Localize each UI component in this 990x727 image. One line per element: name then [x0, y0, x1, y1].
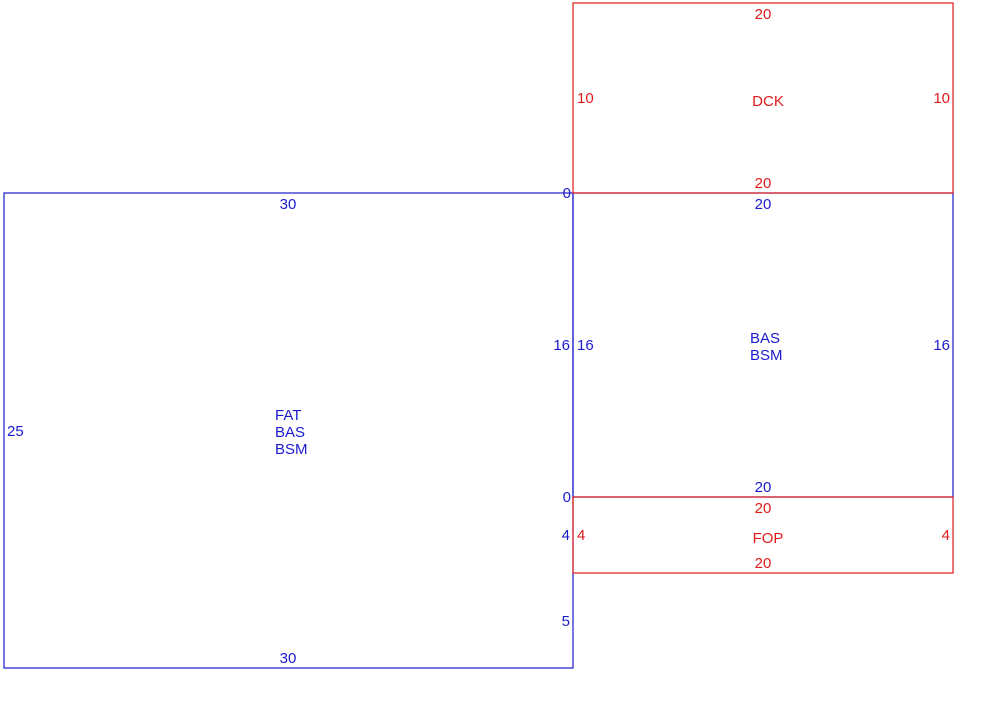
porch-bottom-dim: 20 — [755, 555, 772, 572]
main-area-left-dim: 25 — [7, 423, 24, 440]
basement-left-dim: 16 — [577, 337, 594, 354]
main-area-code-2: BAS — [275, 424, 305, 441]
main-area-code-3: BSM — [275, 441, 308, 458]
porch-top-dim: 20 — [755, 500, 772, 517]
porch-code: FOP — [753, 530, 784, 547]
main-area-right-upper-dim: 16 — [553, 337, 570, 354]
porch-right-dim: 4 — [942, 527, 950, 544]
deck-left-dim: 10 — [577, 90, 594, 107]
main-area-right-middle-dim: 4 — [562, 527, 570, 544]
deck-code: DCK — [752, 93, 784, 110]
basement-right-dim: 16 — [933, 337, 950, 354]
deck-bottom-dim: 20 — [755, 175, 772, 192]
main-area-code-1: FAT — [275, 407, 301, 424]
main-area-top-dim: 30 — [280, 196, 297, 213]
basement-code-2: BSM — [750, 347, 783, 364]
main-area-bottom-dim: 30 — [280, 650, 297, 667]
deck-outline — [572, 2, 954, 194]
main-area-zero-top: 0 — [563, 185, 571, 202]
porch-left-dim: 4 — [577, 527, 585, 544]
basement-code-1: BAS — [750, 330, 780, 347]
main-area-right-lower-dim: 5 — [562, 613, 570, 630]
basement-top-dim: 20 — [755, 196, 772, 213]
basement-bottom-dim: 20 — [755, 479, 772, 496]
deck-top-dim: 20 — [755, 6, 772, 23]
deck-right-dim: 10 — [933, 90, 950, 107]
porch-outline — [572, 496, 954, 574]
main-area-zero-mid: 0 — [563, 489, 571, 506]
